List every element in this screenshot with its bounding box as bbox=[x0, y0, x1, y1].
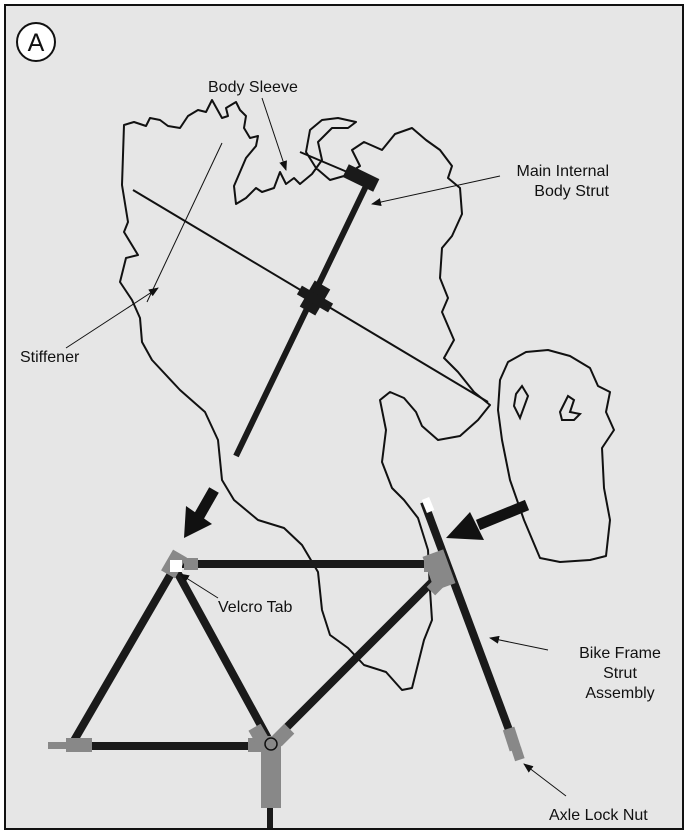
velcro-patch bbox=[170, 560, 182, 572]
label-stiffener: Stiffener bbox=[20, 349, 80, 366]
bottom-bracket-bolt bbox=[265, 738, 277, 750]
top-tube-end-cap bbox=[184, 558, 198, 570]
badge-letter: A bbox=[28, 29, 45, 57]
label-body-sleeve: Body Sleeve bbox=[208, 79, 298, 96]
label-velcro-tab: Velcro Tab bbox=[218, 599, 293, 616]
head-joint-b bbox=[424, 560, 440, 572]
label-bike-frame-line2: Strut bbox=[603, 665, 637, 682]
panel-badge: A bbox=[17, 23, 55, 61]
label-axle-lock-nut: Axle Lock Nut bbox=[549, 807, 648, 824]
label-bike-frame-line3: Assembly bbox=[585, 685, 654, 702]
label-main-strut-line2: Body Strut bbox=[534, 183, 609, 200]
label-bike-frame-line1: Bike Frame bbox=[579, 645, 661, 662]
label-main-strut-line1: Main Internal bbox=[517, 163, 610, 180]
rear-axle-joint bbox=[66, 738, 92, 752]
rear-axle-stub bbox=[48, 742, 66, 749]
